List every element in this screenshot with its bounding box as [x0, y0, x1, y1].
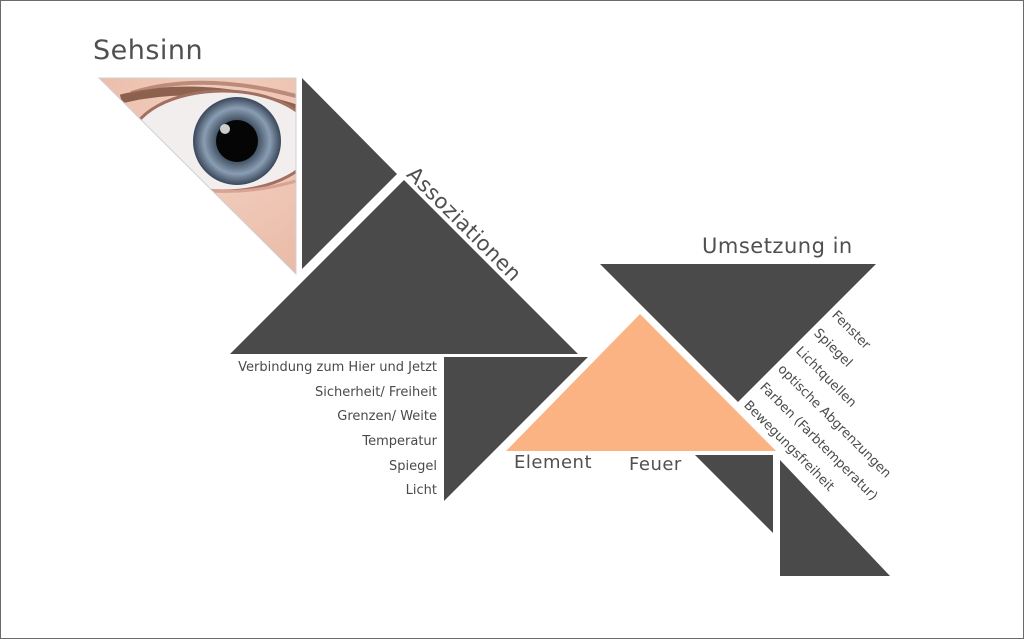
- tangram-triangle-large: [230, 180, 578, 354]
- tangram-triangle-medium-lower: [780, 460, 890, 576]
- umsetzung-heading: Umsetzung in: [702, 234, 853, 258]
- tangram-triangle-medium-left: [444, 357, 588, 501]
- association-item: Licht: [405, 483, 437, 498]
- tangram-triangle-small-lower: [695, 455, 773, 533]
- element-label: Element: [514, 452, 593, 473]
- association-item: Verbindung zum Hier und Jetzt: [238, 360, 437, 375]
- tangram-triangle-accent: [506, 314, 776, 451]
- association-item: Temperatur: [362, 434, 437, 449]
- element-value: Feuer: [629, 454, 682, 475]
- association-item: Spiegel: [389, 459, 437, 474]
- eye-photo-frame: [97, 77, 297, 276]
- page-title: Sehsinn: [93, 35, 204, 66]
- association-item: Grenzen/ Weite: [337, 409, 437, 424]
- tangram-triangle-large-right: [600, 264, 876, 402]
- tangram-triangle-small-upper: [302, 78, 397, 269]
- eye-photo: [99, 78, 296, 274]
- association-item: Sicherheit/ Freiheit: [315, 385, 437, 400]
